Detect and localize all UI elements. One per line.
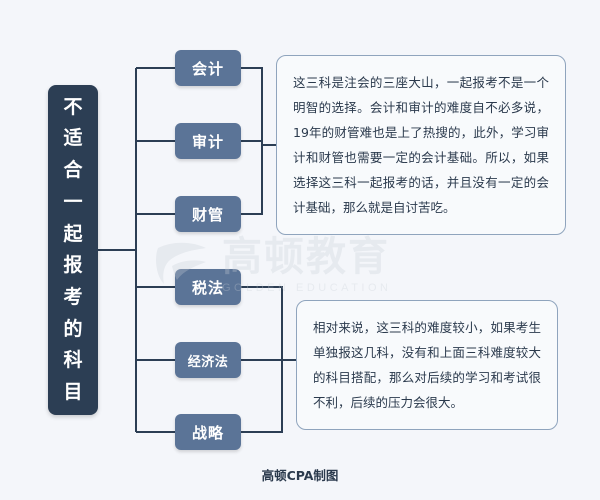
note-top-text: 这三科是注会的三座大山，一起报考不是一个明智的选择。会计和审计的难度自不必多说，… bbox=[293, 75, 549, 215]
title-char-2: 合 bbox=[63, 159, 83, 182]
note-panel-top: 这三科是注会的三座大山，一起报考不是一个明智的选择。会计和审计的难度自不必多说，… bbox=[276, 55, 566, 235]
title-char-0: 不 bbox=[63, 95, 83, 118]
node-audit: 审计 bbox=[175, 123, 241, 159]
node-strategy: 战略 bbox=[175, 414, 241, 450]
node-accounting: 会计 bbox=[175, 50, 241, 86]
note-panel-bottom: 相对来说，这三科的难度较小，如果考生单独报这几科，没有和上面三科难度较大的科目搭… bbox=[296, 300, 558, 430]
title-char-1: 适 bbox=[63, 127, 83, 150]
title-char-4: 起 bbox=[63, 222, 83, 245]
node-economic-law: 经济法 bbox=[175, 342, 241, 378]
title-char-5: 报 bbox=[63, 254, 83, 277]
node-financial-mgmt: 财管 bbox=[175, 196, 241, 232]
title-char-9: 目 bbox=[63, 381, 83, 404]
title-char-8: 科 bbox=[63, 349, 83, 372]
title-char-6: 考 bbox=[63, 286, 83, 309]
title-char-3: 一 bbox=[63, 190, 83, 213]
node-tax-law: 税法 bbox=[175, 269, 241, 305]
main-title-box: 不 适 合 一 起 报 考 的 科 目 bbox=[48, 85, 98, 415]
title-char-7: 的 bbox=[63, 317, 83, 340]
footer-caption: 高顿CPA制图 bbox=[261, 468, 339, 483]
note-bottom-text: 相对来说，这三科的难度较小，如果考生单独报这几科，没有和上面三科难度较大的科目搭… bbox=[313, 320, 541, 410]
